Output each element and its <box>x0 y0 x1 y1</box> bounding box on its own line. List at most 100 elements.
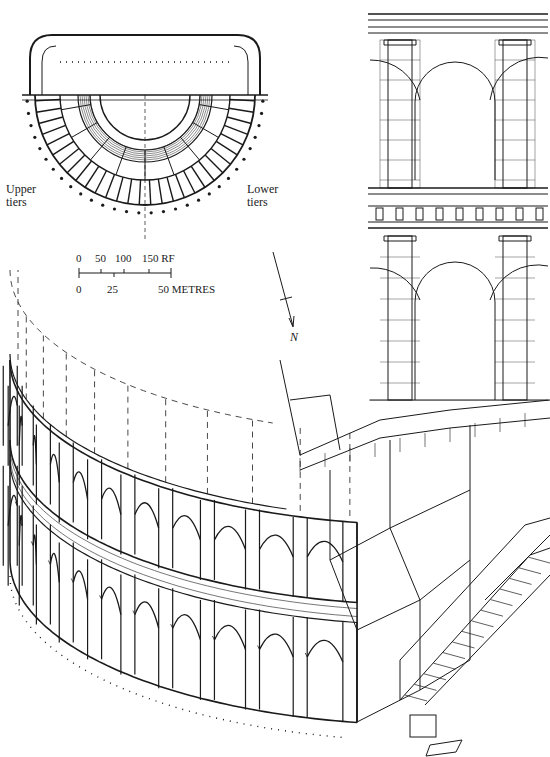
stair-step <box>500 589 522 595</box>
drawing-stroke <box>380 100 420 101</box>
pier-dot <box>162 210 165 213</box>
drawing-stroke <box>495 341 535 342</box>
scale-number: 50 METRES <box>158 283 215 295</box>
drawing-stroke <box>380 341 420 342</box>
triglyph <box>396 208 403 220</box>
radial-wall <box>230 99 255 100</box>
radial-wall <box>227 117 251 123</box>
stair-line <box>61 105 91 110</box>
pier-edge <box>19 505 20 605</box>
pier-dot <box>38 147 41 150</box>
pier-dot <box>260 112 263 115</box>
pier-edge <box>36 424 37 504</box>
arch <box>50 454 59 482</box>
attic-pilaster <box>66 353 67 437</box>
attic-pilaster <box>18 270 19 360</box>
interior-cutaway <box>280 360 550 756</box>
radial-wall <box>205 155 223 173</box>
radial-wall <box>53 141 74 155</box>
tier-label: Upper tiers <box>6 183 46 209</box>
pier-dot <box>218 185 221 188</box>
pier-edge <box>307 617 308 717</box>
stair-step <box>415 684 437 690</box>
triglyph <box>516 208 523 220</box>
triglyph <box>476 208 483 220</box>
pier-edge <box>3 366 4 446</box>
radial-wall <box>149 180 150 205</box>
half-column <box>388 40 412 188</box>
pier-dot <box>137 211 140 214</box>
half-column <box>503 236 527 400</box>
drawing-stroke <box>495 257 535 258</box>
arch <box>102 587 121 614</box>
stair-line <box>145 150 146 180</box>
attic-pilaster <box>207 410 208 494</box>
north-label: N <box>290 331 298 344</box>
pier-dot <box>60 177 63 180</box>
radial-wall <box>191 166 205 187</box>
stair-step <box>519 568 541 574</box>
arch <box>307 541 343 562</box>
pier-edge <box>134 575 135 675</box>
drawing-stroke <box>495 299 535 300</box>
impost <box>15 502 17 506</box>
pier-edge <box>158 588 159 688</box>
radial-wall <box>76 161 92 180</box>
pier-dot <box>261 100 264 103</box>
stair-line <box>116 147 126 175</box>
pier-dot <box>174 207 177 210</box>
impost <box>31 541 33 545</box>
seat-step <box>475 423 476 437</box>
seat-step <box>500 418 501 432</box>
arch <box>73 472 87 499</box>
pier-edge <box>101 559 102 659</box>
drawing-stroke <box>380 383 420 384</box>
arch <box>260 535 294 557</box>
pier-edge <box>342 522 343 602</box>
pier-edge <box>73 543 74 643</box>
pier-edge <box>342 622 343 722</box>
pier-dot <box>235 168 238 171</box>
pier-dot <box>227 177 230 180</box>
pier-dot <box>113 207 116 210</box>
facade-elevation <box>368 14 548 400</box>
stair-line <box>71 123 97 138</box>
drawing-stroke <box>495 320 535 321</box>
cornice-line <box>10 446 357 609</box>
pier-edge <box>120 475 121 555</box>
pier-edge <box>87 559 88 659</box>
pier-edge <box>3 466 4 566</box>
pier-edge <box>19 405 20 485</box>
scale-bar <box>79 268 171 278</box>
pier-edge <box>293 517 294 597</box>
scale-number: 0 <box>76 283 82 295</box>
attic-pilaster <box>165 398 166 482</box>
pier-edge <box>22 486 23 586</box>
pier-dot <box>242 158 245 161</box>
pier-dot <box>186 204 189 207</box>
pier-edge <box>120 575 121 675</box>
seat-step <box>375 443 376 457</box>
radial-wall <box>158 179 162 204</box>
attic-pilaster <box>26 315 27 399</box>
radial-wall <box>229 108 254 112</box>
arch <box>135 503 159 528</box>
pier-edge <box>200 600 201 700</box>
cornice-line <box>10 270 273 423</box>
drawing-stroke <box>380 299 420 300</box>
radial-wall <box>85 166 99 187</box>
pier-dot <box>33 136 36 139</box>
drawing-stroke <box>380 180 420 181</box>
capital <box>499 236 531 241</box>
radial-wall <box>221 134 243 145</box>
impost <box>71 579 73 583</box>
triglyph <box>416 208 423 220</box>
pier-dot <box>208 192 211 195</box>
attic-pilaster <box>349 432 350 516</box>
seat-step <box>400 438 401 452</box>
seat-step <box>525 413 526 427</box>
stair-step <box>424 674 446 680</box>
drawing-stroke <box>380 257 420 258</box>
theatre-plan <box>22 35 268 240</box>
